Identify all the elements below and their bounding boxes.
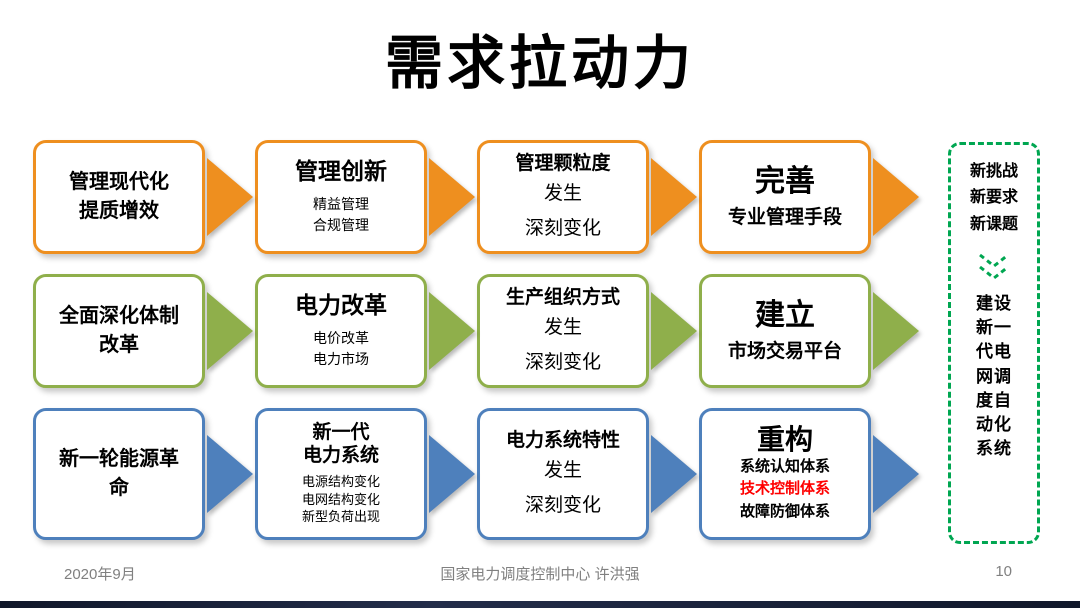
result-box: 完善 专业管理手段 [699,140,871,254]
source-text: 新一轮能源革 命 [59,448,179,499]
arrow-right-icon [871,154,921,240]
driver-title: 管理创新 [295,157,387,184]
source-text: 管理现代化 提质增效 [69,171,169,222]
arrow-right-icon [871,288,921,374]
result-subtext: 专业管理手段 [727,207,842,228]
result-title: 完善 [755,165,815,198]
source-box: 管理现代化 提质增效 [33,140,205,254]
driver-title: 电力改革 [295,291,387,318]
sidebar-panel: 新挑战 新要求 新课题 建设新一代电网调度自动化系统 [948,142,1040,544]
source-box: 全面深化体制 改革 [33,274,205,388]
driver-box: 新一代 电力系统 电源结构变化 电网结构变化 新型负荷出现 [255,408,427,540]
change-body: 发生 深刻变化 [524,183,601,239]
arrow-right-icon [649,154,699,240]
change-title: 管理颗粒度 [515,153,611,175]
footer-date: 2020年9月 [64,566,136,583]
change-box: 生产组织方式 发生 深刻变化 [477,274,649,388]
arrow-right-icon [205,431,255,517]
result-subtext: 系统认知体系 [739,457,830,475]
arrow-right-icon [649,288,699,374]
change-box: 电力系统特性 发生 深刻变化 [477,408,649,540]
source-text: 全面深化体制 改革 [59,305,179,356]
page-number: 10 [995,563,1012,580]
footer-author: 国家电力调度控制中心 许洪强 [440,566,640,583]
arrow-right-icon [205,154,255,240]
flow-row-reform: 全面深化体制 改革 电力改革 电价改革 电力市场 生产组织方式 发生 深刻变化 … [33,274,921,388]
result-box: 建立 市场交易平台 [699,274,871,388]
result-title: 重构 [756,423,813,455]
arrow-right-icon [427,431,477,517]
flow-row-management: 管理现代化 提质增效 管理创新 精益管理 合规管理 管理颗粒度 发生 深刻变化 … [33,140,921,254]
sidebar-challenges-text: 新挑战 新要求 新课题 [969,163,1018,233]
change-body: 发生 深刻变化 [524,460,601,516]
result-title: 建立 [755,299,815,332]
change-body: 发生 深刻变化 [524,317,601,373]
result-subtext: 市场交易平台 [727,341,842,362]
sidebar-goal-text: 建设新一代电网调度自动化系统 [976,294,1012,458]
arrow-right-icon [205,288,255,374]
driver-subtext: 电源结构变化 电网结构变化 新型负荷出现 [301,473,380,525]
driver-subtext: 电价改革 电力市场 [313,330,369,368]
chevron-down-icon [979,253,1009,281]
driver-box: 电力改革 电价改革 电力市场 [255,274,427,388]
arrow-right-icon [871,431,921,517]
result-subtext: 故障防御体系 [739,502,830,520]
result-subtext-highlight: 技术控制体系 [739,480,830,498]
footer: 2020年9月 国家电力调度控制中心 许洪强 10 [0,563,1080,589]
driver-title: 新一代 电力系统 [302,422,379,467]
page-title: 需求拉动力 [384,29,695,97]
driver-subtext: 精益管理 合规管理 [313,196,369,234]
arrow-right-icon [427,154,477,240]
arrow-right-icon [427,288,477,374]
change-title: 电力系统特性 [505,430,620,452]
flow-row-energy: 新一轮能源革 命 新一代 电力系统 电源结构变化 电网结构变化 新型负荷出现 电… [33,408,921,540]
bottom-bar [0,601,1080,608]
change-box: 管理颗粒度 发生 深刻变化 [477,140,649,254]
change-title: 生产组织方式 [505,287,620,309]
arrow-right-icon [649,431,699,517]
source-box: 新一轮能源革 命 [33,408,205,540]
result-box: 重构 系统认知体系 技术控制体系 故障防御体系 [699,408,871,540]
driver-box: 管理创新 精益管理 合规管理 [255,140,427,254]
